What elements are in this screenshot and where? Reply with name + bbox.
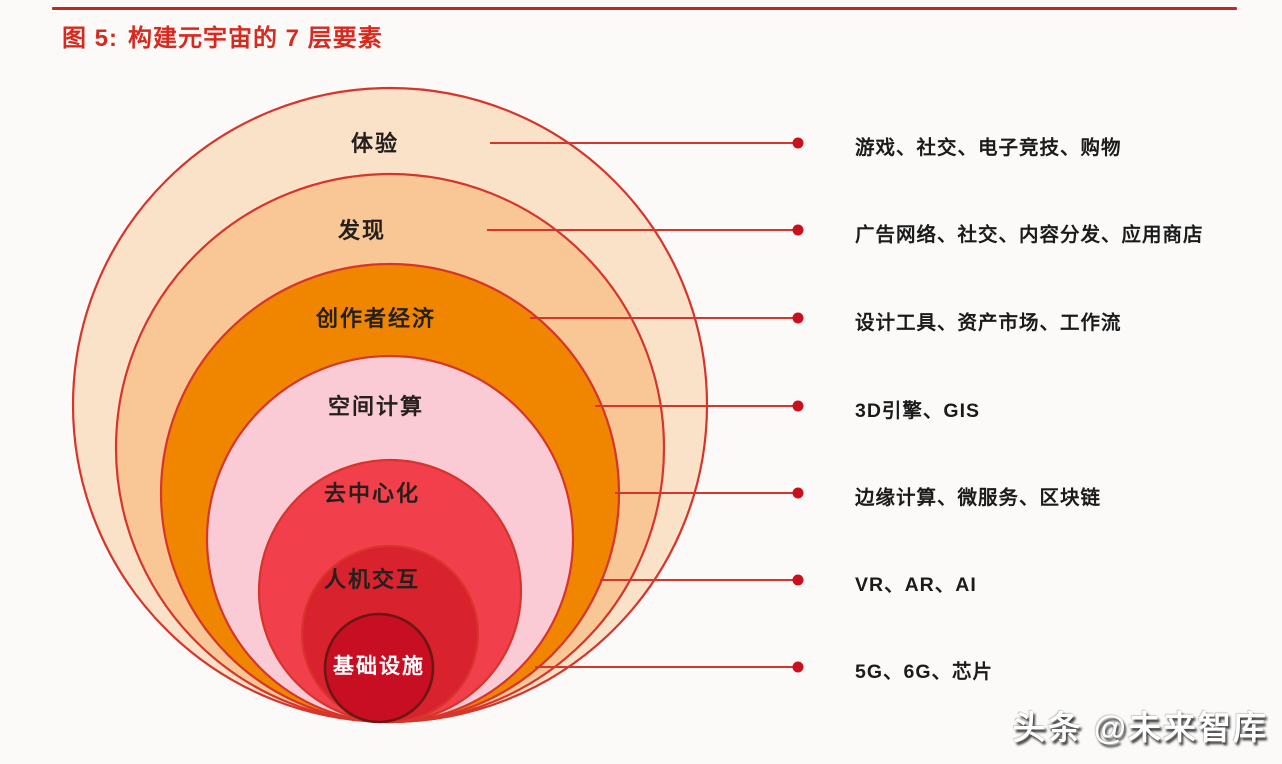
layer-items-spatial-computing: 3D引擎、GIS xyxy=(855,400,981,422)
figure-title-text: 构建元宇宙的 7 层要素 xyxy=(128,25,383,52)
connector-dot-discovery xyxy=(792,224,804,236)
ring-label-decentralization: 去中心化 xyxy=(324,481,420,506)
ring-label-human-interface: 人机交互 xyxy=(324,567,420,592)
figure-number: 图 5: xyxy=(62,25,119,52)
layer-items-discovery: 广告网络、社交、内容分发、应用商店 xyxy=(855,224,1204,246)
layer-items-creator-economy: 设计工具、资产市场、工作流 xyxy=(855,312,1122,334)
toutiao-watermark: 头条 @未来智库 xyxy=(1012,709,1268,746)
connector-dot-human-interface xyxy=(792,574,804,586)
ring-label-discovery: 发现 xyxy=(337,218,386,243)
ring-label-spatial-computing: 空间计算 xyxy=(328,394,424,419)
layer-items-experience: 游戏、社交、电子竞技、购物 xyxy=(855,137,1122,159)
ring-label-infrastructure: 基础设施 xyxy=(333,654,425,678)
layer-items-infrastructure: 5G、6G、芯片 xyxy=(855,661,994,683)
ring-circle-infrastructure xyxy=(323,612,435,724)
connector-dot-decentralization xyxy=(792,487,804,499)
layer-items-decentralization: 边缘计算、微服务、区块链 xyxy=(855,487,1102,509)
ring-label-creator-economy: 创作者经济 xyxy=(315,306,436,331)
layer-items-human-interface: VR、AR、AI xyxy=(855,574,977,596)
ring-label-experience: 体验 xyxy=(351,131,399,156)
connector-dot-infrastructure xyxy=(792,661,804,673)
title-rule xyxy=(52,7,1237,10)
connector-dot-creator-economy xyxy=(792,312,804,324)
connector-dot-spatial-computing xyxy=(792,400,804,412)
figure-title: 图 5: 构建元宇宙的 7 层要素 xyxy=(62,18,383,53)
connector-dot-experience xyxy=(792,137,804,149)
